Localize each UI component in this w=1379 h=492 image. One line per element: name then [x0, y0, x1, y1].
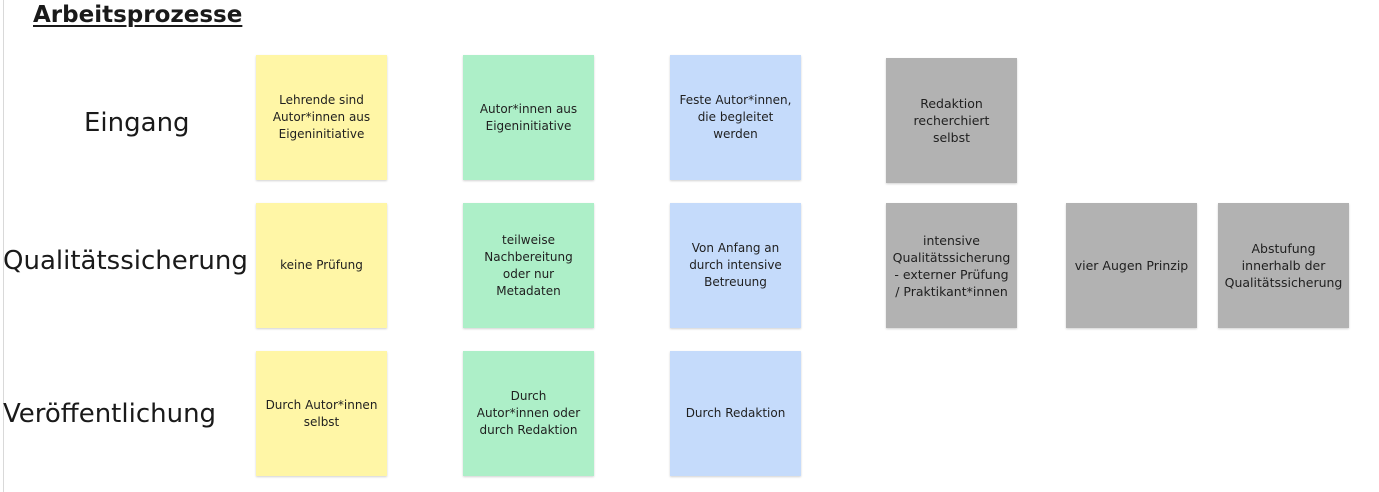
row-label-eingang: Eingang — [84, 108, 190, 138]
sticky-note-text: Feste Autor*innen, die begleitet werden — [679, 93, 792, 141]
sticky-note[interactable]: Feste Autor*innen, die begleitet werden — [670, 55, 801, 180]
sticky-note[interactable]: intensive Qualitätssicherung - externer … — [886, 203, 1017, 328]
sticky-note[interactable]: Lehrende sind Autor*innen aus Eigeniniti… — [256, 55, 387, 180]
sticky-note[interactable]: Durch Autor*innen selbst — [256, 351, 387, 476]
sticky-note-text: keine Prüfung — [280, 258, 363, 272]
sticky-note[interactable]: teilweise Nachbereitung oder nur Metadat… — [463, 203, 594, 328]
sticky-note-text: vier Augen Prinzip — [1074, 258, 1189, 273]
sticky-note[interactable]: vier Augen Prinzip — [1066, 203, 1197, 328]
sticky-note-text: Durch Autor*innen selbst — [265, 397, 378, 429]
sticky-note[interactable]: Redaktion recherchiert selbst — [886, 58, 1017, 183]
sticky-note-text: Durch Redaktion — [685, 406, 786, 420]
sticky-note[interactable]: Durch Autor*innen oder durch Redaktion — [463, 351, 594, 476]
sticky-note-text: Autor*innen aus Eigeninitiative — [479, 101, 578, 133]
row-label-qualitaetssicherung: Qualitätssicherung — [3, 246, 248, 276]
sticky-note[interactable]: keine Prüfung — [256, 203, 387, 328]
sticky-note-text: Lehrende sind Autor*innen aus Eigeniniti… — [272, 93, 371, 141]
sticky-note-text: teilweise Nachbereitung oder nur Metadat… — [484, 232, 573, 298]
sticky-note-text: Durch Autor*innen oder durch Redaktion — [476, 389, 581, 437]
sticky-note[interactable]: Von Anfang an durch intensive Betreuung — [670, 203, 801, 328]
sticky-note-text: Redaktion recherchiert selbst — [913, 96, 990, 145]
sticky-note-text: Abstufung innerhalb der Qualitätssicheru… — [1224, 241, 1343, 290]
board-title: Arbeitsprozesse — [33, 2, 243, 28]
sticky-note-text: Von Anfang an durch intensive Betreuung — [689, 241, 782, 289]
board-left-border — [3, 0, 4, 492]
sticky-note-text: intensive Qualitätssicherung - externer … — [892, 232, 1011, 299]
sticky-note[interactable]: Autor*innen aus Eigeninitiative — [463, 55, 594, 180]
sticky-note[interactable]: Abstufung innerhalb der Qualitätssicheru… — [1218, 203, 1349, 328]
sticky-note[interactable]: Durch Redaktion — [670, 351, 801, 476]
row-label-veroeffentlichung: Veröffentlichung — [3, 399, 217, 429]
